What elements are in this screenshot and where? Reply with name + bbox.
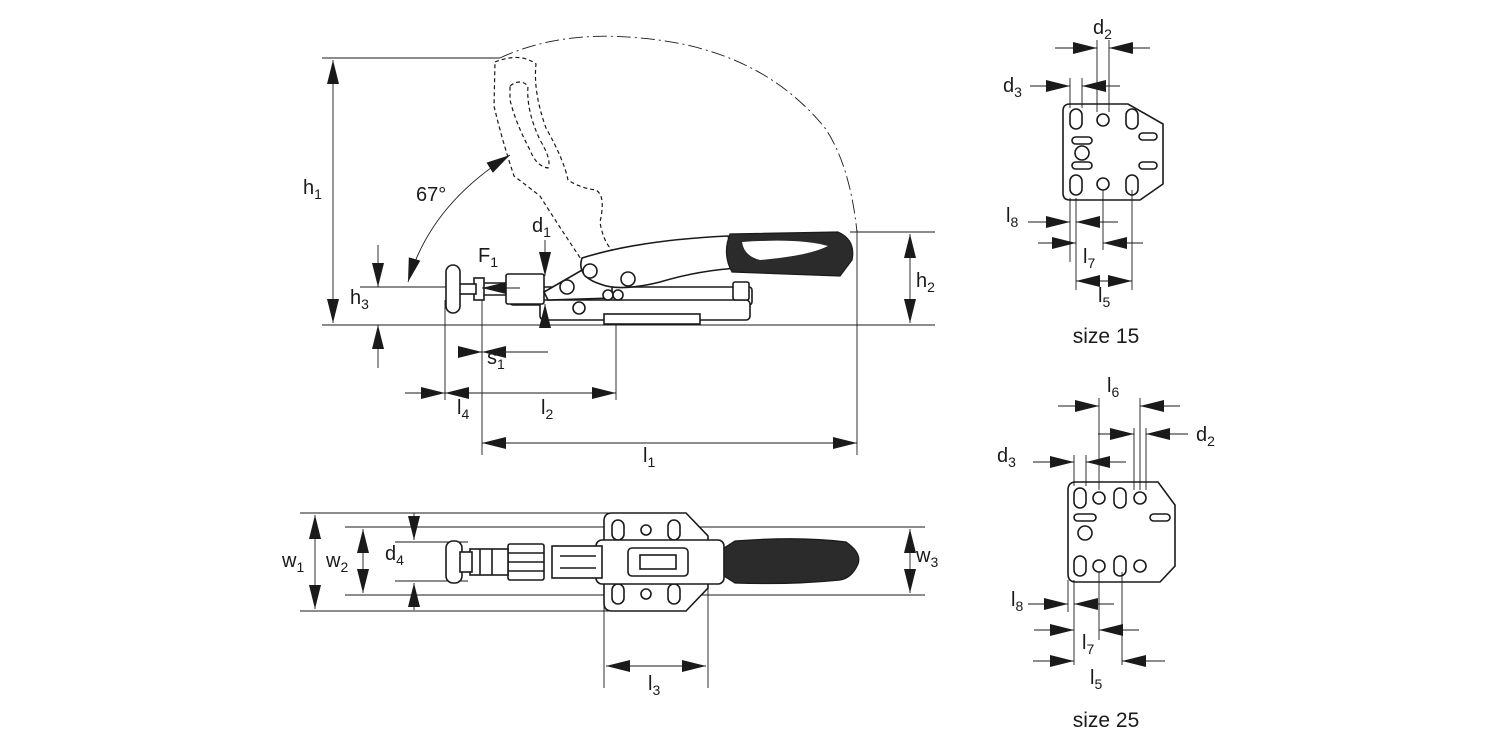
caption-size-15: size 15 xyxy=(1073,325,1140,348)
open-lever-outline xyxy=(493,56,622,266)
dim-l3: l3 xyxy=(648,673,660,698)
s15-dim-l7: l7 xyxy=(1083,246,1095,271)
dim-d4: d4 xyxy=(385,543,404,568)
s15-dim-d3: d3 xyxy=(1003,75,1022,100)
top-hand-grip xyxy=(723,538,860,585)
s25-dim-l7: l7 xyxy=(1082,632,1094,657)
spindle-head xyxy=(445,264,461,314)
s25-dim-d3: d3 xyxy=(997,445,1016,470)
side-view: 67° h1 h2 h3 d1 F1 s1 l4 l2 l1 xyxy=(303,35,935,470)
dim-F1: F1 xyxy=(478,245,498,270)
s25-dim-l8: l8 xyxy=(1011,589,1023,614)
s15-dim-d2: d2 xyxy=(1093,17,1112,42)
caption-size-25: size 25 xyxy=(1073,709,1140,732)
dim-l2: l2 xyxy=(541,397,553,422)
dim-h2: h2 xyxy=(916,270,935,295)
s15-dim-l5: l5 xyxy=(1098,285,1110,310)
dim-d1: d1 xyxy=(532,215,551,240)
s25-dim-d2: d2 xyxy=(1196,424,1215,449)
swing-arc xyxy=(499,35,858,233)
dim-h1: h1 xyxy=(303,177,322,202)
s15-dim-l8: l8 xyxy=(1006,205,1018,230)
s25-dim-l5: l5 xyxy=(1090,667,1102,692)
dim-w2: w2 xyxy=(325,550,348,575)
clamp-lever xyxy=(580,235,742,289)
dim-s1: s1 xyxy=(487,347,505,372)
top-view: w1 w2 d4 w3 l3 xyxy=(281,512,938,698)
base-plate-size-15: d2 d3 l8 l7 l5 size 15 xyxy=(1003,17,1164,348)
dim-w3: w3 xyxy=(915,545,938,570)
s25-dim-l6: l6 xyxy=(1107,375,1119,400)
plunger-housing xyxy=(505,273,545,305)
dim-h3: h3 xyxy=(350,287,369,312)
dim-w1: w1 xyxy=(281,550,304,575)
angle-label: 67° xyxy=(416,184,446,206)
base-plate-size-25: l6 d2 d3 l8 l7 l5 size 25 xyxy=(997,375,1215,732)
dim-l4: l4 xyxy=(457,397,469,422)
dim-l1: l1 xyxy=(643,445,655,470)
